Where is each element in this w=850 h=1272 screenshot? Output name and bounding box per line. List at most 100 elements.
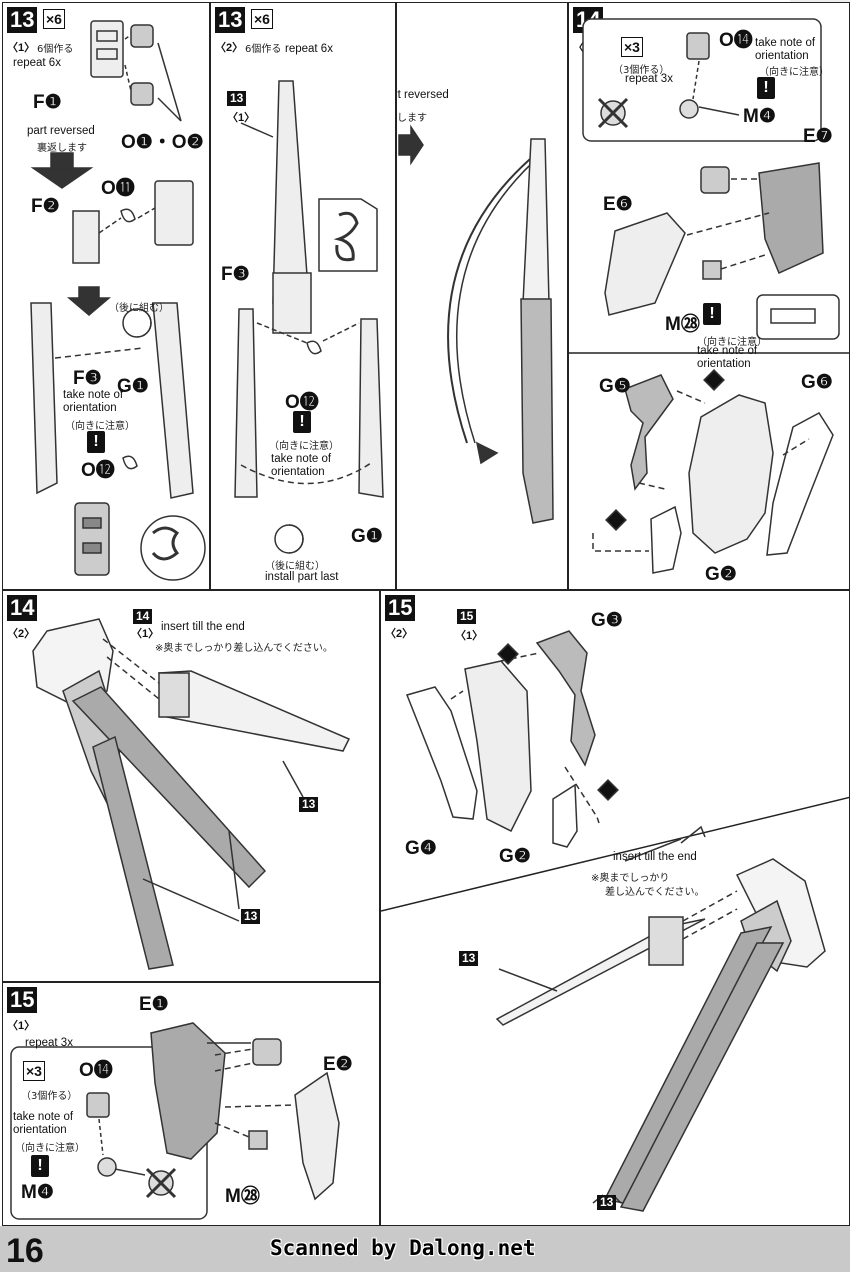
part-f3-label: F❸ [221, 264, 250, 285]
step-13-2-panel: 13 ×6 〈2〉 6個作る repeat 6x 13 〈1〉 F❸ O⓬ ! … [210, 2, 396, 590]
reference-part-13: 13 [241, 909, 261, 924]
make-count-jp: 6個作る [37, 44, 74, 55]
orientation-note-jp: （向きに注意） [65, 421, 135, 432]
step-15-2-panel: 15 〈2〉 15 〈1〉 G [380, 590, 850, 1226]
reference-substep: 〈1〉 [131, 628, 160, 640]
repeat-note: repeat 6x [285, 43, 333, 55]
substep-label: 〈1〉 [7, 42, 36, 54]
reversed-note: part reversed [27, 125, 95, 137]
orientation-note: take note of orientation [697, 345, 758, 370]
part-g4-label: G❹ [405, 838, 437, 859]
part-o14-label: O⓮ [719, 30, 753, 51]
part-o12-label: O⓬ [81, 460, 115, 481]
reference-part-13: 13 [597, 1195, 617, 1210]
step-number: 15 [385, 595, 416, 621]
substep-label: 〈1〉 [7, 1020, 36, 1032]
part-g6-label: G❻ [801, 372, 833, 393]
step-13-2-illustration [234, 80, 384, 554]
make-count-jp: 6個作る [245, 44, 282, 55]
part-g1-label: G❶ [351, 526, 383, 547]
part-g5-label: G❺ [599, 376, 631, 397]
reference-substep: 〈1〉 [455, 630, 484, 642]
reference-step-number: 14 [133, 609, 153, 624]
step-14-2-panel: 14 〈2〉 14 〈1〉 insert till the end ※奥までしっ… [2, 590, 380, 982]
orientation-note-jp: （向きに注意） [269, 441, 339, 452]
step-15-1-panel: 15 〈1〉 repeat 3x ×3 （3個作る） O⓮ take note … [2, 982, 380, 1226]
orientation-note-jp: （向きに注意） [15, 1143, 85, 1154]
install-later-jp: （後に組む） [109, 303, 169, 314]
step-15-1-illustration [10, 1022, 340, 1220]
part-e7-label: E❼ [803, 126, 833, 147]
step-number: 14 [7, 595, 38, 621]
part-o14-label: O⓮ [79, 1060, 113, 1081]
orientation-note: take note of orientation [63, 389, 124, 414]
step-13-1-illustration [30, 20, 206, 581]
reference-substep: 〈1〉 [227, 112, 256, 124]
part-g1-label: G❶ [117, 376, 149, 397]
orientation-note-jp: （向きに注意） [697, 337, 767, 348]
part-m28-label: M㉘ [225, 1186, 260, 1207]
page-number: 16 [6, 1232, 44, 1270]
step-14-1-panel: 14 〈1〉 [568, 2, 850, 590]
part-e2-label: E❷ [323, 1054, 353, 1075]
multiplier-badge: ×3 [23, 1061, 45, 1081]
step-14-1-illustration [569, 18, 849, 574]
reversed-note: part reversed [397, 89, 449, 101]
part-f2-label: F❷ [31, 196, 60, 217]
substep-label: 〈2〉 [7, 628, 36, 640]
part-o1-o2-label: O❶・O❷ [121, 132, 204, 153]
footer-bar [0, 1226, 850, 1272]
reversed-note-jp: 裏返します [396, 113, 427, 124]
part-o11-label: O⓫ [101, 178, 135, 199]
reference-step-number: 13 [227, 91, 247, 106]
orientation-note: take note of orientation [13, 1111, 74, 1136]
repeat-note: repeat 3x [625, 73, 673, 85]
part-g2-label: G❷ [705, 564, 737, 585]
make-count-jp: （3個作る） [21, 1091, 78, 1102]
multiplier-badge: ×3 [621, 37, 643, 57]
reversed-note-jp: 裏返します [37, 143, 87, 154]
make-count-jp: （3個作る） [613, 65, 670, 76]
orientation-note-jp: （向きに注意） [759, 67, 829, 78]
insert-note: insert till the end [161, 621, 245, 633]
insert-note-jp-line2: 差し込んでください。 [605, 887, 705, 898]
install-later-jp: （後に組む） [265, 561, 325, 572]
step-13-1-panel: 13 ×6 〈1〉 6個作る repeat 6x [2, 2, 210, 590]
part-m28-label: M㉘ [665, 314, 700, 335]
step-number: 13 [215, 7, 246, 33]
orientation-note: take note of orientation [271, 453, 332, 478]
warning-icon: ! [757, 77, 775, 99]
step-14-2-illustration [32, 618, 351, 970]
step-number: 13 [7, 7, 38, 33]
part-f1-label: F❶ [33, 92, 62, 113]
warning-icon: ! [703, 303, 721, 325]
part-g3-label: G❸ [591, 610, 623, 631]
warning-icon: ! [87, 431, 105, 453]
reference-part-13: 13 [459, 951, 479, 966]
scan-credit: Scanned by Dalong.net [270, 1236, 536, 1260]
multiplier-badge: ×6 [251, 9, 273, 29]
step-15-2-illustration [381, 630, 849, 1212]
step-13-reversed-panel: part reversed 裏返します [396, 2, 568, 590]
reference-step-number: 15 [457, 609, 477, 624]
reversed-blade-illustration [398, 124, 554, 524]
substep-label: 〈2〉 [215, 42, 244, 54]
part-o12-label: O⓬ [285, 392, 319, 413]
part-m4-label: M❹ [21, 1182, 54, 1203]
step-number: 15 [7, 987, 38, 1013]
warning-icon: ! [31, 1155, 49, 1177]
part-f3-label: F❸ [73, 368, 102, 389]
install-later-note: install part last [265, 571, 339, 583]
part-e1-label: E❶ [139, 994, 169, 1015]
part-m4-label: M❹ [743, 106, 776, 127]
repeat-note: repeat 6x [13, 57, 61, 69]
part-e6-label: E❻ [603, 194, 633, 215]
reference-part-13: 13 [299, 797, 319, 812]
insert-note-jp-line1: ※奥までしっかり [591, 873, 670, 884]
part-g2-label: G❷ [499, 846, 531, 867]
orientation-note: take note of orientation [755, 37, 816, 62]
multiplier-badge: ×6 [43, 9, 65, 29]
repeat-note: repeat 3x [25, 1037, 73, 1049]
insert-note-jp: ※奥までしっかり差し込んでください。 [155, 643, 333, 654]
insert-note: insert till the end [613, 851, 697, 863]
